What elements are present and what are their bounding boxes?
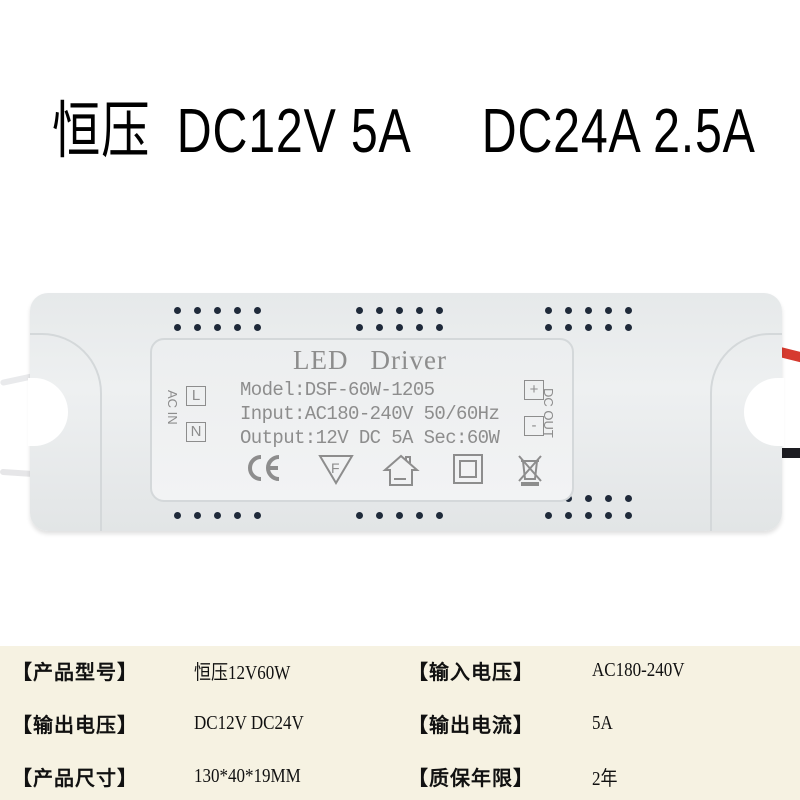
spec-key-warranty: 【质保年限】 bbox=[408, 765, 534, 790]
terminal-minus: - bbox=[524, 416, 544, 436]
headline: 恒压 DC12V 5A DC24A 2.5A bbox=[52, 92, 782, 172]
spec-row: 【输出电压】 DC12V DC24V 【输出电流】 5A bbox=[0, 703, 800, 743]
spec-table: 【产品型号】 恒压12V60W 【输入电压】 AC180-240V 【输出电压】… bbox=[0, 646, 800, 800]
spec-row: 【产品尺寸】 130*40*19MM 【质保年限】 2年 bbox=[0, 756, 800, 796]
vent-holes-top-left bbox=[174, 307, 262, 331]
spec-value-warranty: 2年 bbox=[592, 767, 618, 790]
headline-prefix: 恒压 bbox=[52, 97, 151, 166]
spec-value-dimensions: 130*40*19MM bbox=[194, 764, 301, 787]
spec-value-output-current: 5A bbox=[592, 711, 613, 734]
spec-value-input-voltage: AC180-240V bbox=[592, 658, 685, 681]
svg-text:F: F bbox=[331, 460, 340, 476]
output-wire-negative bbox=[774, 448, 800, 458]
output-line: Output:12V DC 5A Sec:60W bbox=[240, 427, 500, 449]
double-insulation-icon bbox=[453, 454, 483, 484]
vent-holes-top-right bbox=[545, 307, 633, 331]
input-line: Input:AC180-240V 50/60Hz bbox=[240, 403, 500, 425]
indoor-house-icon bbox=[382, 454, 420, 486]
headline-spec-12v: DC12V 5A bbox=[176, 97, 412, 166]
spec-key-input-voltage: 【输入电压】 bbox=[408, 659, 534, 684]
spec-row: 【产品型号】 恒压12V60W 【输入电压】 AC180-240V bbox=[0, 650, 800, 690]
ce-mark-icon bbox=[248, 455, 280, 481]
spec-key-output-voltage: 【输出电压】 bbox=[12, 712, 138, 737]
weee-bin-icon bbox=[518, 455, 542, 486]
spec-key-model: 【产品型号】 bbox=[12, 659, 138, 684]
f-mark-icon: F bbox=[318, 455, 354, 485]
dc-out-label: DC OUT bbox=[541, 388, 556, 438]
terminal-l: L bbox=[186, 386, 206, 406]
spec-value-model: 恒压12V60W bbox=[194, 661, 291, 684]
terminal-plus: + bbox=[524, 380, 544, 400]
model-line: Model:DSF-60W-1205 bbox=[240, 379, 435, 401]
vent-holes-top-center bbox=[356, 307, 444, 331]
ac-in-label: AC IN bbox=[165, 390, 180, 425]
spec-key-dimensions: 【产品尺寸】 bbox=[12, 765, 138, 790]
spec-key-output-current: 【输出电流】 bbox=[408, 712, 534, 737]
headline-spec-24v: DC24A 2.5A bbox=[481, 97, 756, 166]
spec-value-output-voltage: DC12V DC24V bbox=[194, 711, 304, 734]
terminal-n: N bbox=[186, 422, 206, 442]
